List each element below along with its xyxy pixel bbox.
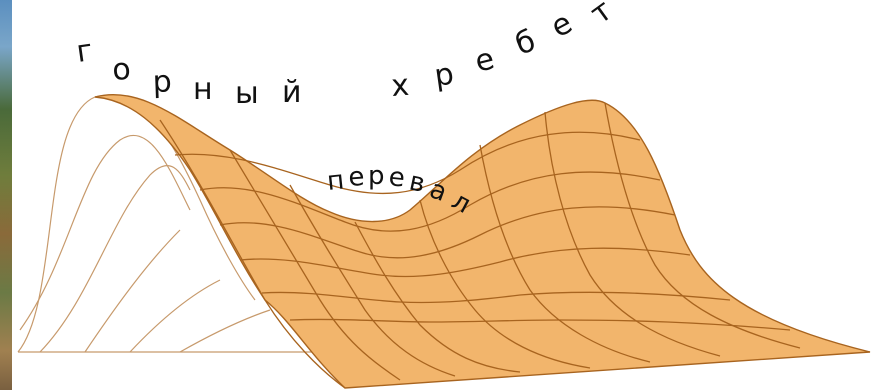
pass-letter: п [326, 165, 346, 197]
pass-letter: р [368, 161, 385, 191]
pass-letter: е [387, 162, 406, 194]
ridge-letter: т [584, 0, 620, 31]
pass-label: п е р е в а л [326, 161, 476, 220]
mesh-horizontal [174, 131, 791, 331]
pass-letter: е [347, 162, 365, 193]
mesh-vertical [159, 102, 801, 389]
ridge-letter: ы [235, 76, 261, 111]
pass-letter: в [407, 167, 428, 200]
mountain-surface [94, 93, 871, 389]
ridge-letter: г [74, 33, 96, 70]
ridge-letter: й [282, 75, 304, 110]
ridge-letter: р [432, 56, 458, 94]
ridge-label: г о р н ы й х р е б е т [74, 0, 620, 111]
pass-letter: а [426, 174, 451, 208]
ridge-letter: б [511, 23, 542, 63]
ridge-letter: р [152, 64, 174, 100]
ridge-letter: е [545, 5, 580, 46]
background-photo-edge [0, 0, 12, 390]
ridge-letter: х [390, 68, 412, 104]
ridge-letter: о [111, 52, 134, 88]
ridge-letter: н [193, 72, 215, 107]
ridge-letter: е [471, 41, 499, 80]
